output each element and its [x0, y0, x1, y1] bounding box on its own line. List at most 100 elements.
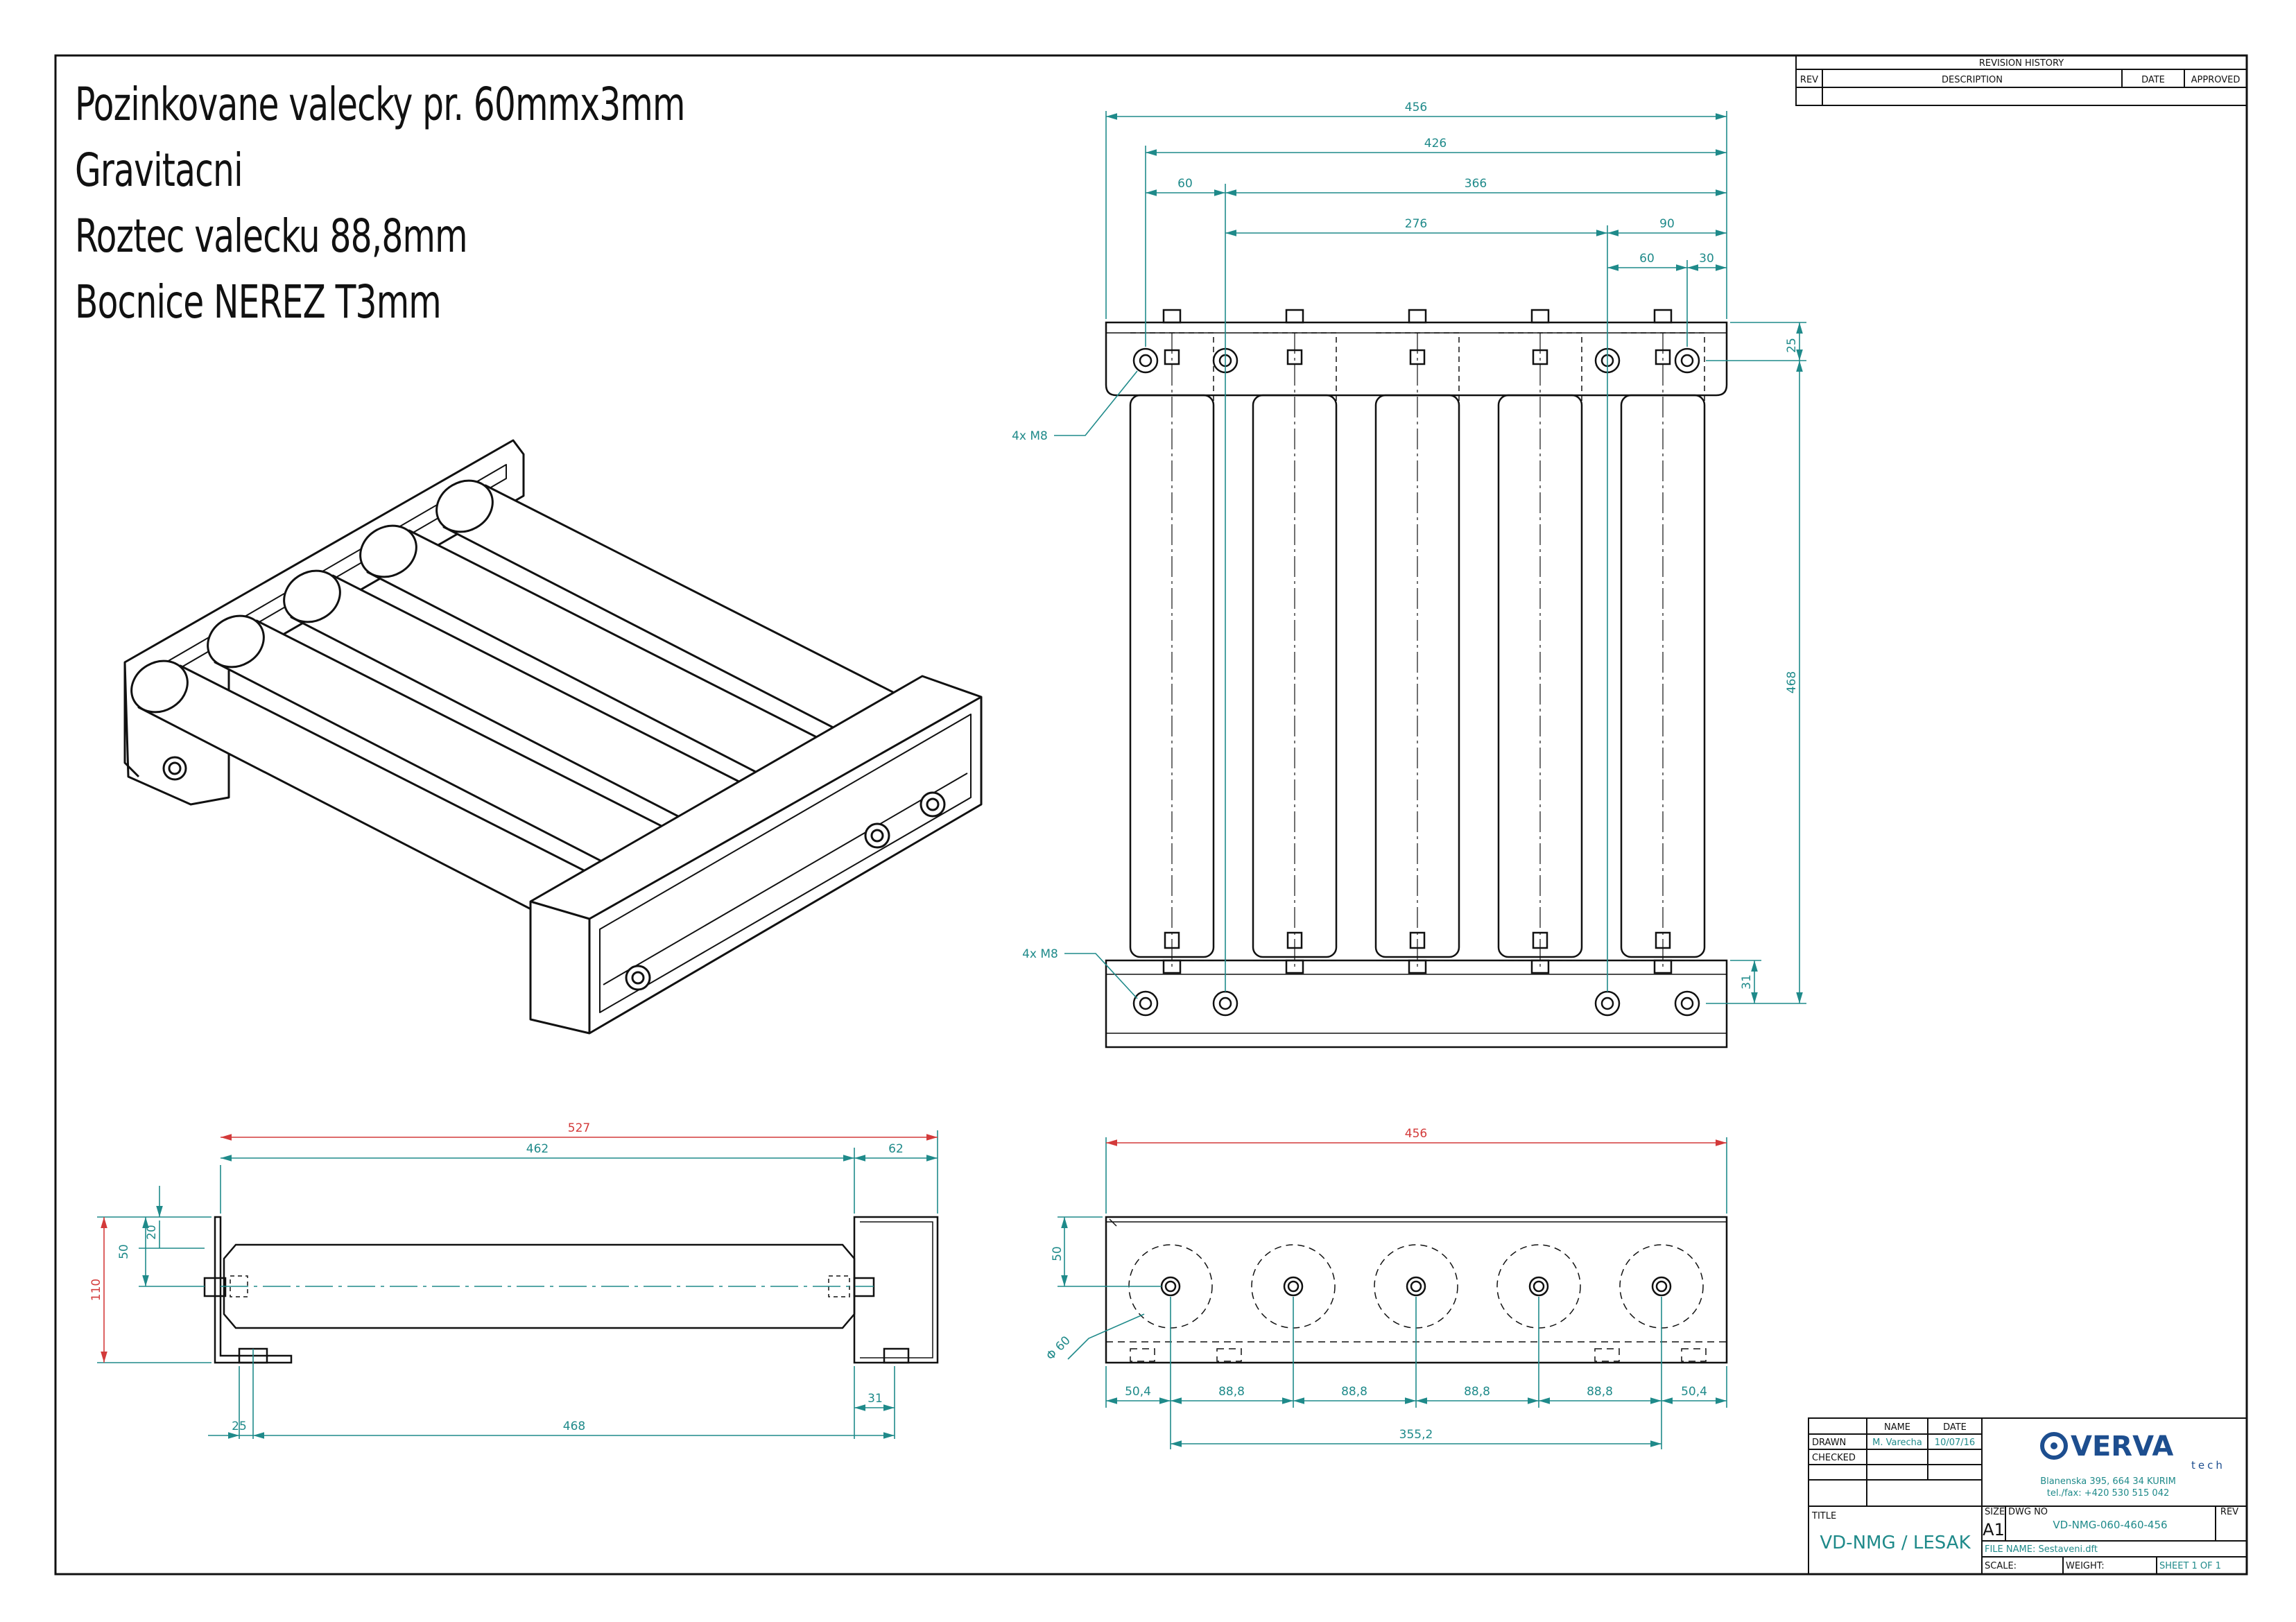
front-dim-pitch-4: 88,8: [1587, 1385, 1613, 1399]
isometric-view: [123, 439, 983, 1035]
side-dim-25: 25: [232, 1420, 247, 1433]
top-view-m8-hole: [1674, 990, 1700, 1017]
iso-front-channel: [529, 675, 983, 1035]
revision-col-date: DATE: [2141, 75, 2165, 85]
front-dim-pitch-2: 88,8: [1341, 1385, 1367, 1399]
top-view-m8-hole: [1132, 347, 1159, 374]
title-size-value: A1: [1983, 1520, 2005, 1539]
title-drawn-name: M. Varecha: [1872, 1438, 1922, 1448]
front-dim-456: 456: [1405, 1127, 1427, 1141]
side-dim-31: 31: [868, 1392, 883, 1406]
front-dim-pitch-left: 50,4: [1125, 1385, 1151, 1399]
side-dim-50: 50: [117, 1244, 131, 1259]
title-value: VD-NMG / LESAK: [1820, 1533, 1971, 1553]
top-hole-note-upper: 4x M8: [1012, 429, 1048, 443]
title-scale-label: SCALE:: [1985, 1561, 2017, 1571]
top-view-axle-bolt: [1408, 309, 1427, 365]
note-roller-spec: Pozinkovane valecky pr. 60mmx3mm: [75, 78, 685, 131]
top-dim-30: 30: [1699, 252, 1714, 266]
side-dim-462: 462: [526, 1142, 549, 1156]
front-view-axle: [1528, 1276, 1549, 1297]
top-view-axle-bolt: [1653, 931, 1673, 974]
side-view-left-bracket: [214, 1216, 293, 1364]
front-view-axle: [1651, 1276, 1672, 1297]
top-view-axle-bolt: [1162, 309, 1182, 365]
top-view-axle-bolt: [1653, 309, 1673, 365]
front-view-axle: [1406, 1276, 1426, 1297]
front-dim-pitch-3: 88,8: [1464, 1385, 1490, 1399]
logo-subtext: tech: [2191, 1459, 2225, 1472]
revision-col-approved: APPROVED: [2191, 75, 2241, 85]
top-view-dimensions: [1054, 111, 1806, 1004]
top-view-axle-bolt: [1530, 309, 1550, 365]
side-dim-110: 110: [89, 1279, 103, 1301]
top-view-roller: [1252, 333, 1338, 967]
revision-col-rev: REV: [1800, 75, 1818, 85]
title-dwg-no-value: VD-NMG-060-460-456: [2053, 1519, 2167, 1531]
top-dim-456: 456: [1405, 101, 1427, 114]
side-dim-468: 468: [563, 1420, 585, 1433]
front-view-axle: [1160, 1276, 1181, 1297]
side-dim-20: 20: [145, 1225, 159, 1240]
top-dim-90: 90: [1659, 217, 1675, 231]
logo-text: VERVA: [2071, 1431, 2173, 1463]
title-file-name: FILE NAME: Sestaveni.dft: [1985, 1544, 2098, 1555]
top-dim-426: 426: [1424, 137, 1447, 150]
title-checked-label: CHECKED: [1812, 1453, 1856, 1463]
top-view-m8-hole: [1212, 990, 1238, 1017]
side-view-right-channel: [853, 1216, 939, 1364]
front-dim-pitch-right: 50,4: [1681, 1385, 1707, 1399]
title-sheet-label: SHEET 1 OF 1: [2159, 1561, 2221, 1571]
title-col-name: NAME: [1884, 1422, 1910, 1433]
front-view-channel: [1105, 1216, 1728, 1364]
title-title-label: TITLE: [1811, 1511, 1836, 1521]
top-dim-366: 366: [1465, 177, 1487, 191]
revision-col-description: DESCRIPTION: [1942, 75, 2003, 85]
top-view: [1105, 309, 1728, 1049]
side-dim-62: 62: [888, 1142, 904, 1156]
front-view-axle: [1283, 1276, 1304, 1297]
top-view-top-bracket: [1105, 321, 1728, 397]
side-view: [203, 1216, 939, 1364]
top-view-roller: [1497, 333, 1583, 967]
top-dim-276: 276: [1405, 217, 1427, 231]
top-view-m8-hole: [1132, 990, 1159, 1017]
top-dim-468: 468: [1785, 671, 1799, 693]
company-address: Blanenska 395, 664 34 KURIM: [2040, 1476, 2176, 1487]
top-dim-25: 25: [1785, 338, 1799, 353]
verva-logo: [2040, 1432, 2068, 1460]
top-view-m8-hole: [1594, 990, 1621, 1017]
revision-history-title: REVISION HISTORY: [1979, 58, 2064, 69]
title-size-label: SIZE: [1985, 1507, 2005, 1517]
top-dim-60: 60: [1177, 177, 1193, 191]
top-dim-31: 31: [1740, 974, 1754, 990]
side-view-roller: [223, 1243, 856, 1329]
drawing-border: [54, 54, 2248, 1576]
note-gravity: Gravitacni: [75, 144, 243, 197]
revision-history-table: [1795, 55, 2247, 106]
top-view-m8-hole: [1674, 347, 1700, 374]
top-view-roller: [1129, 333, 1215, 967]
company-phone: tel./fax: +420 530 515 042: [2047, 1488, 2170, 1499]
top-view-roller: [1374, 333, 1460, 967]
title-weight-label: WEIGHT:: [2066, 1561, 2105, 1571]
title-col-date: DATE: [1943, 1422, 1967, 1433]
top-view-axle-bolt: [1285, 931, 1304, 974]
top-hole-note-lower: 4x M8: [1022, 947, 1058, 961]
front-dim-50: 50: [1051, 1246, 1064, 1261]
title-drawn-label: DRAWN: [1812, 1438, 1846, 1448]
note-roller-pitch: Roztec valecku 88,8mm: [75, 209, 468, 263]
top-view-axle-bolt: [1285, 309, 1304, 365]
front-dim-355-2: 355,2: [1399, 1428, 1433, 1442]
front-dim-pitch-1: 88,8: [1218, 1385, 1245, 1399]
note-side-plates: Bocnice NEREZ T3mm: [75, 275, 442, 329]
title-block: [1808, 1417, 2247, 1575]
top-view-axle-bolt: [1530, 931, 1550, 974]
title-dwg-no-label: DWG NO: [2008, 1507, 2048, 1517]
iso-roller: [130, 659, 667, 955]
title-rev-label: REV: [2220, 1507, 2238, 1517]
top-dim-60b: 60: [1639, 252, 1655, 266]
top-view-axle-bolt: [1162, 931, 1182, 974]
side-view-dimensions: [97, 1130, 938, 1439]
